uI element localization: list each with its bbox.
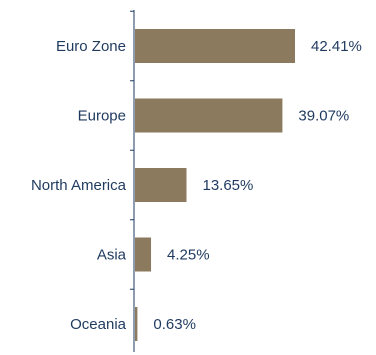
bars-group — [135, 29, 295, 341]
bar-asia — [135, 237, 152, 272]
category-label: Euro Zone — [56, 38, 126, 55]
category-label: North America — [31, 177, 127, 194]
value-label: 4.25% — [167, 247, 210, 264]
value-label: 39.07% — [298, 108, 349, 125]
bar-north-america — [135, 168, 187, 202]
category-label: Asia — [97, 247, 127, 264]
bar-europe — [135, 98, 283, 133]
value-label: 42.41% — [311, 38, 362, 55]
value-label: 13.65% — [202, 177, 253, 194]
bar-oceania — [135, 307, 138, 341]
category-label: Europe — [78, 108, 126, 125]
category-label: Oceania — [70, 316, 127, 333]
bar-euro-zone — [135, 29, 295, 63]
axis-layer — [130, 10, 135, 352]
labels-group: Euro Zone 42.41% Europe 39.07% North America… — [31, 38, 362, 333]
value-label: 0.63% — [153, 316, 196, 333]
